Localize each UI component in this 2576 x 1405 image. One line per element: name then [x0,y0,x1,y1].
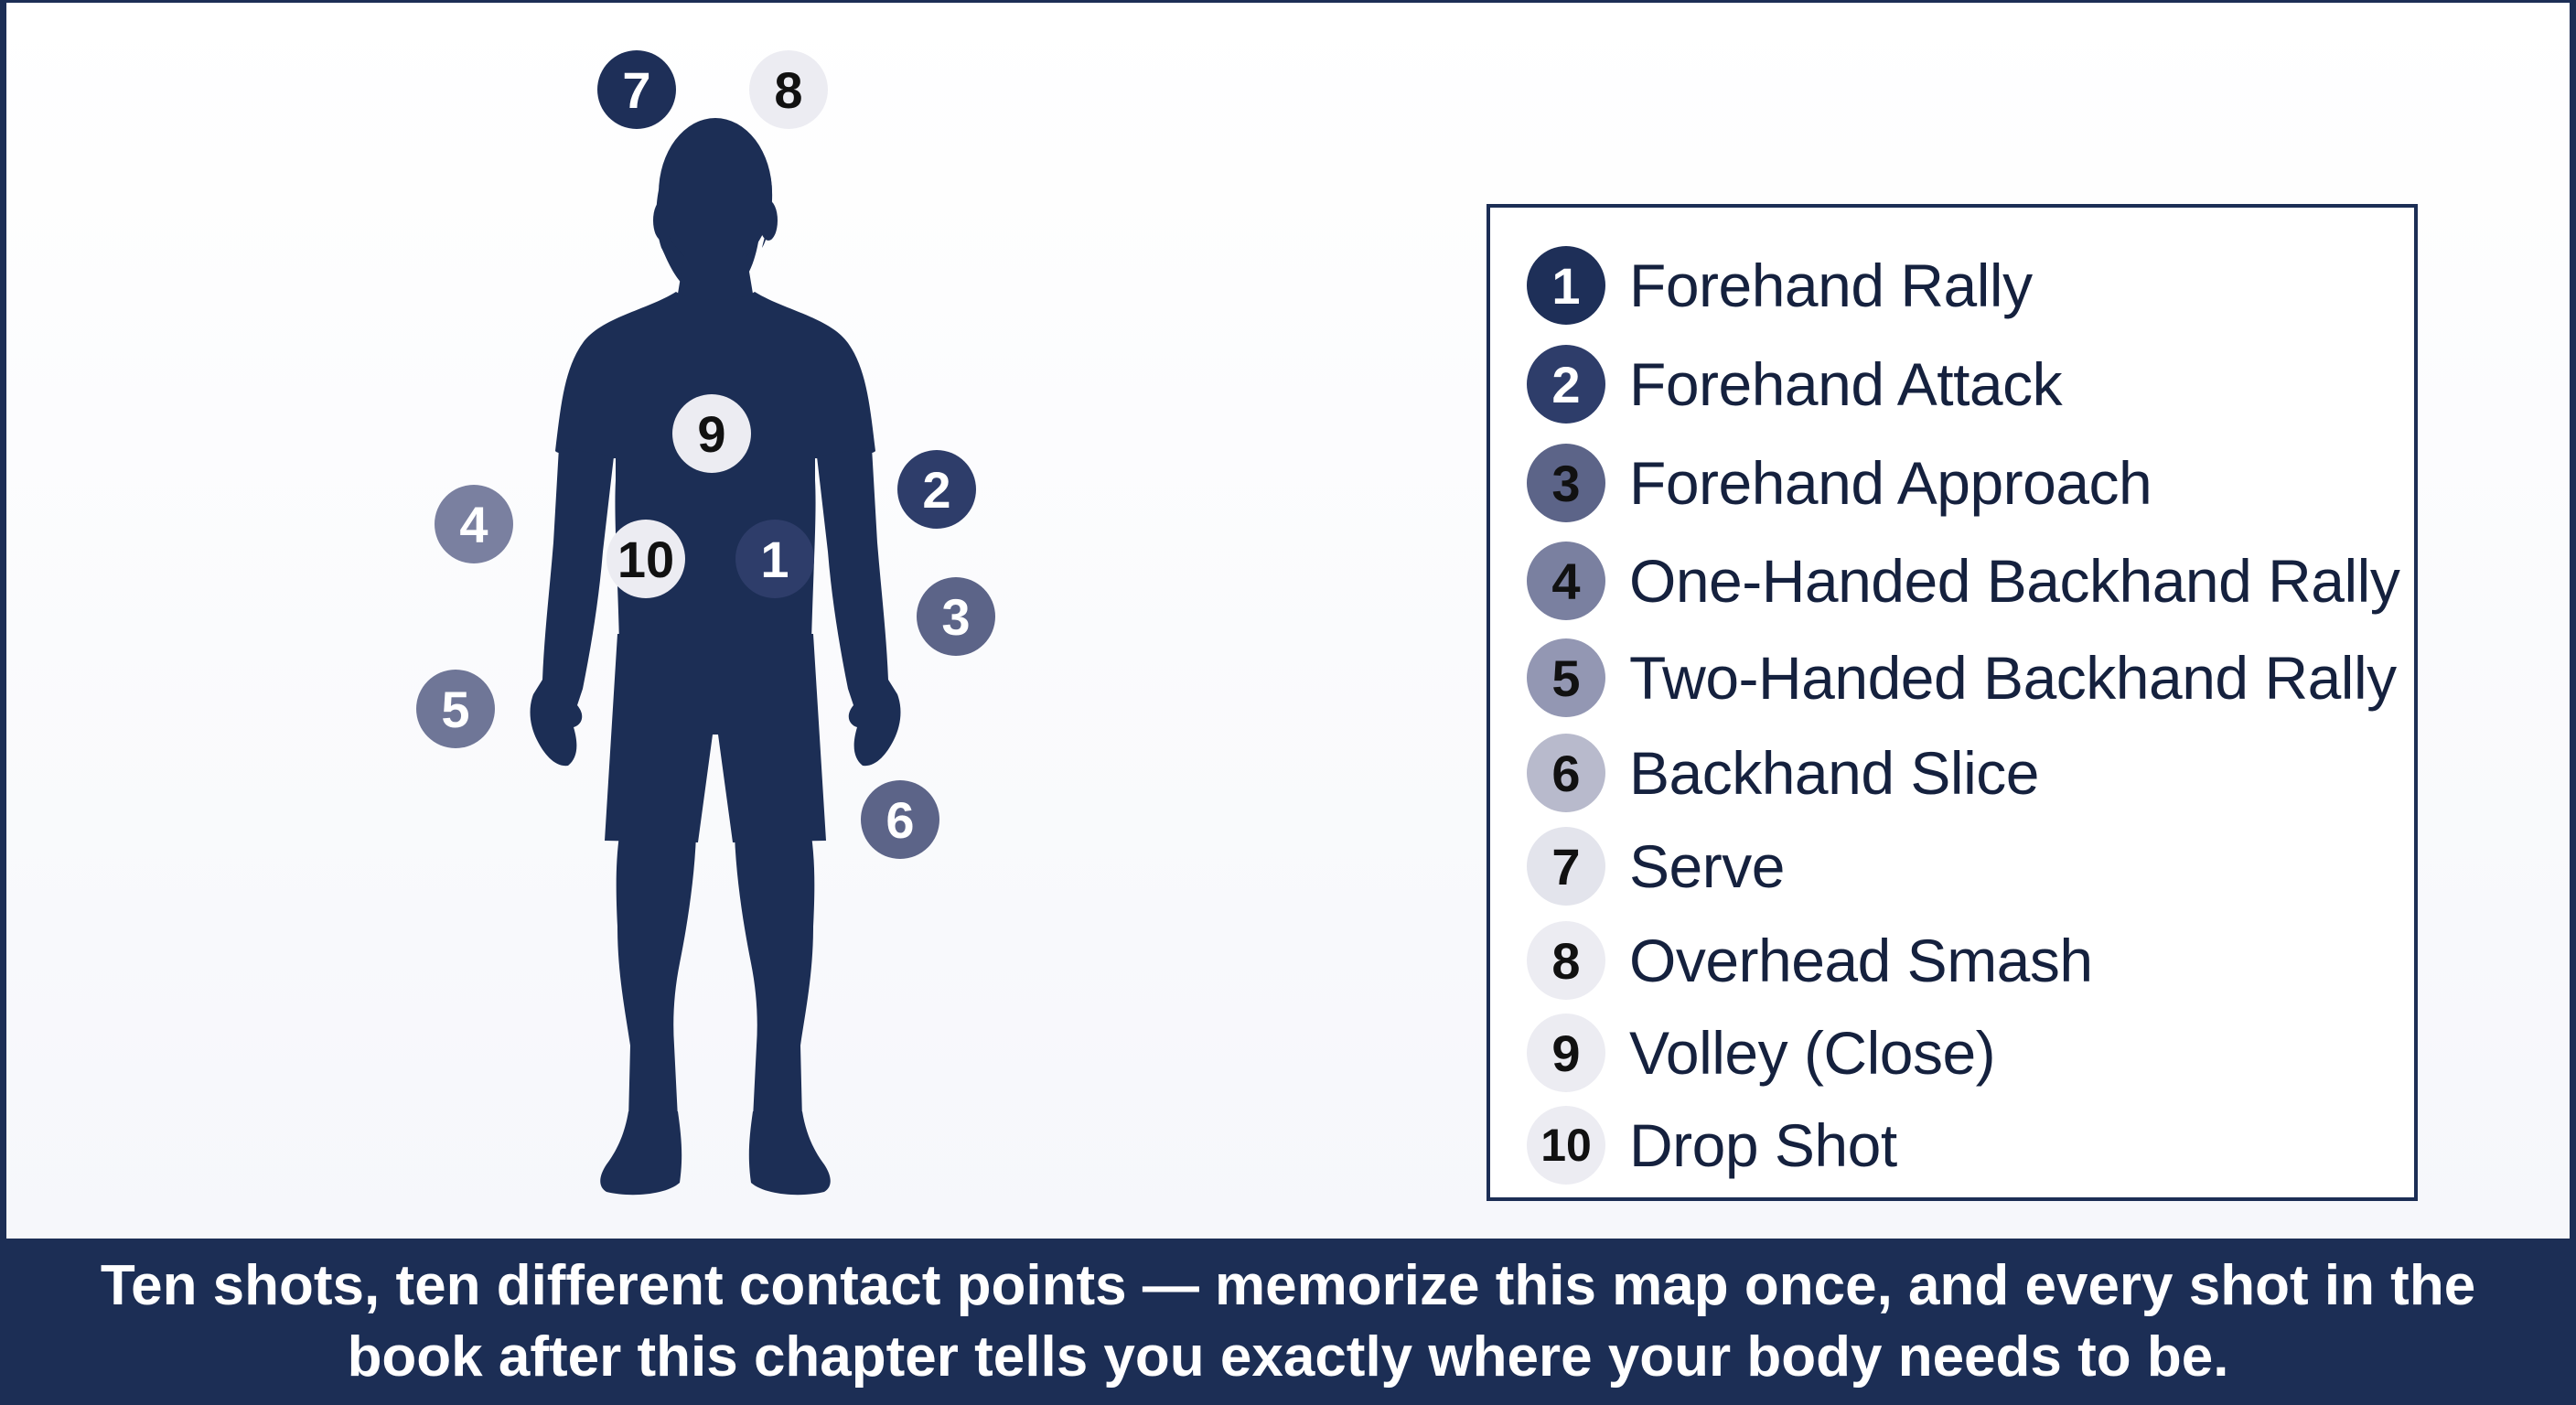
legend-label: Serve [1629,832,1785,900]
legend-label: Overhead Smash [1629,927,2093,994]
legend-item-serve: 7 Serve [1527,825,1785,907]
legend-badge: 4 [1527,542,1605,620]
legend-badge: 9 [1527,1014,1605,1092]
contact-point-10-marker: 10 [606,520,685,598]
legend-item-forehand-rally: 1 Forehand Rally [1527,244,2033,327]
legend-badge: 6 [1527,734,1605,812]
legend-item-overhead-smash: 8 Overhead Smash [1527,919,2093,1002]
legend-item-forehand-attack: 2 Forehand Attack [1527,343,2063,425]
legend-badge: 3 [1527,444,1605,522]
caption-banner: Ten shots, ten different contact points … [0,1239,2576,1405]
legend-label: One-Handed Backhand Rally [1629,547,2400,615]
contact-point-5-marker: 5 [416,670,495,748]
contact-point-4-marker: 4 [435,485,513,563]
contact-point-8-marker: 8 [749,50,828,129]
caption-line-2: book after this chapter tells you exactl… [347,1325,2229,1389]
contact-point-2-marker: 2 [897,450,976,529]
marker-number: 2 [922,460,951,519]
legend-badge: 1 [1527,246,1605,325]
marker-number: 7 [622,60,651,119]
legend-label: Forehand Approach [1629,449,2152,517]
legend-label: Volley (Close) [1629,1019,1996,1087]
contact-point-6-marker: 6 [861,780,939,859]
caption-line-1: Ten shots, ten different contact points … [100,1254,2476,1317]
legend-badge: 7 [1527,827,1605,906]
legend-item-two-handed-backhand-rally: 5 Two-Handed Backhand Rally [1527,637,2397,719]
contact-point-9-marker: 9 [672,394,751,473]
marker-number: 5 [441,680,470,738]
legend-label: Two-Handed Backhand Rally [1629,644,2397,712]
legend-item-forehand-approach: 3 Forehand Approach [1527,442,2152,524]
marker-number: 1 [760,530,789,588]
contact-point-1-marker: 1 [735,520,814,598]
legend-item-volley-close: 9 Volley (Close) [1527,1012,1996,1094]
legend-badge: 2 [1527,345,1605,424]
marker-number: 9 [697,404,726,463]
marker-number: 10 [617,530,675,588]
contact-point-7-marker: 7 [597,50,676,129]
legend-label: Backhand Slice [1629,739,2039,807]
contact-point-3-marker: 3 [917,577,995,656]
legend-badge: 5 [1527,638,1605,717]
legend-item-backhand-slice: 6 Backhand Slice [1527,732,2039,814]
marker-number: 4 [459,495,488,553]
legend-label: Forehand Attack [1629,350,2063,418]
legend-badge: 8 [1527,921,1605,1000]
legend-label: Forehand Rally [1629,252,2033,319]
legend-item-one-handed-backhand-rally: 4 One-Handed Backhand Rally [1527,540,2400,622]
legend-item-drop-shot: 10 Drop Shot [1527,1104,1897,1186]
legend-label: Drop Shot [1629,1111,1897,1179]
diagram-canvas: 7 8 9 2 4 10 1 3 5 6 1 Forehand Rally 2 … [6,3,2570,1239]
marker-number: 3 [941,587,971,646]
marker-number: 8 [774,60,803,119]
legend-badge: 10 [1527,1106,1605,1185]
shot-legend: 1 Forehand Rally 2 Forehand Attack 3 For… [1487,204,2418,1201]
marker-number: 6 [886,790,915,849]
